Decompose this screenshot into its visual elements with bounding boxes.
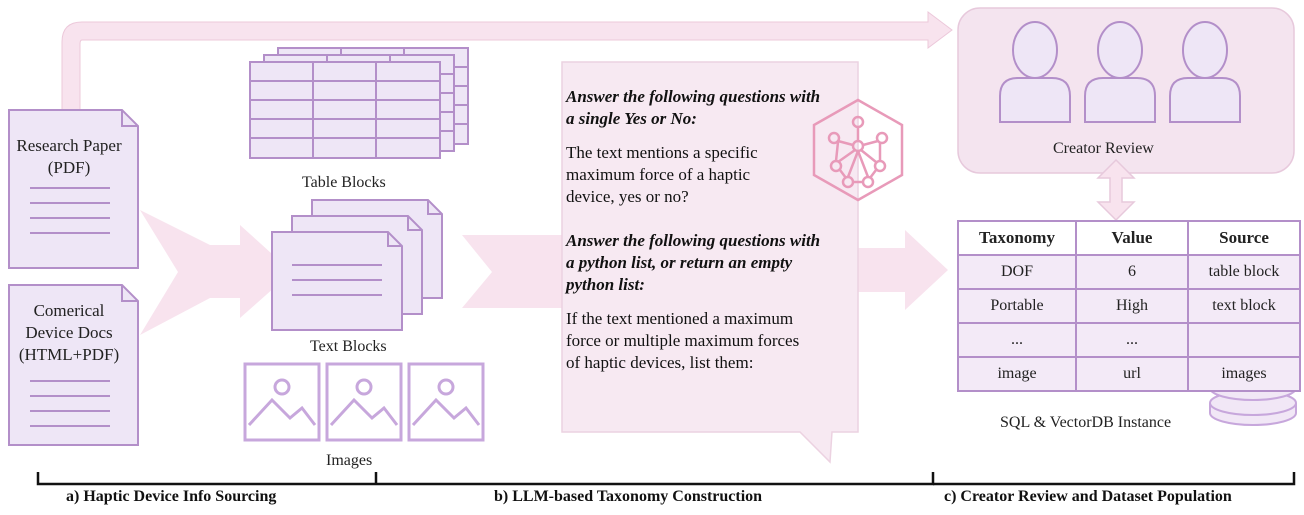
- merge-arrow: [140, 210, 292, 335]
- llm-input-arrow: [462, 235, 572, 308]
- prompt-line: If the text mentioned a maximum: [566, 309, 794, 328]
- prompt-line: a single Yes or No:: [566, 109, 697, 128]
- section-a-caption: a) Haptic Device Info Sourcing: [66, 488, 277, 505]
- table-cell: ...: [957, 322, 1077, 358]
- prompt-text-2: If the text mentioned a maximum force or…: [566, 308, 858, 374]
- table-blocks-icon: [249, 47, 469, 159]
- section-c-caption: c) Creator Review and Dataset Population: [944, 488, 1232, 505]
- table-row: Portable High text block: [957, 288, 1301, 324]
- prompt-line: maximum force of a haptic: [566, 165, 751, 184]
- device-docs-title-line: (HTML+PDF): [18, 345, 120, 364]
- research-paper-title: Research Paper (PDF): [9, 135, 129, 179]
- table-cell: images: [1187, 356, 1301, 392]
- creator-icons: [999, 21, 1241, 123]
- table-cell: text block: [1187, 288, 1301, 324]
- table-cell: [1187, 322, 1301, 358]
- device-docs-title-line: Device Docs: [25, 323, 113, 342]
- top-arrow: [61, 11, 953, 111]
- table-row: image url images: [957, 356, 1301, 392]
- llm-output-arrow: [852, 230, 948, 310]
- prompt-question-1: Answer the following questions with a si…: [566, 86, 858, 130]
- llm-prompt-text: Answer the following questions with a si…: [566, 86, 858, 396]
- table-cell: DOF: [957, 254, 1077, 290]
- device-docs-doc: [8, 284, 139, 446]
- images-label: Images: [326, 452, 373, 469]
- prompt-line: a python list, or return an empty: [566, 253, 793, 272]
- header-source: Source: [1187, 220, 1301, 256]
- table-row: ... ...: [957, 322, 1301, 358]
- taxonomy-table: Taxonomy Value Source DOF 6 table block …: [957, 220, 1301, 392]
- table-cell: url: [1075, 356, 1189, 392]
- prompt-line: The text mentions a specific: [566, 143, 758, 162]
- section-brackets: [36, 472, 1296, 486]
- text-blocks-label: Text Blocks: [310, 338, 387, 355]
- table-cell: image: [957, 356, 1077, 392]
- research-paper-title-line: (PDF): [47, 158, 91, 177]
- research-paper-title-line: Research Paper: [16, 136, 122, 155]
- table-header-row: Taxonomy Value Source: [957, 220, 1301, 256]
- table-cell: table block: [1187, 254, 1301, 290]
- research-paper-doc: [8, 109, 139, 269]
- table-cell: Portable: [957, 288, 1077, 324]
- table-row: DOF 6 table block: [957, 254, 1301, 290]
- prompt-line: Answer the following questions with: [566, 87, 821, 106]
- text-blocks-icon: [271, 199, 443, 331]
- images-icon: [243, 362, 485, 442]
- table-cell: High: [1075, 288, 1189, 324]
- prompt-line: Answer the following questions with: [566, 231, 821, 250]
- device-docs-title-line: Comerical: [33, 301, 105, 320]
- db-instance-label: SQL & VectorDB Instance: [1000, 414, 1172, 431]
- table-cell: 6: [1075, 254, 1189, 290]
- device-docs-title: Comerical Device Docs (HTML+PDF): [9, 300, 129, 366]
- prompt-line: force or multiple maximum forces: [566, 331, 800, 350]
- llm-network-icon: [812, 98, 904, 202]
- table-blocks-label: Table Blocks: [302, 174, 386, 191]
- creator-review-label: Creator Review: [1053, 140, 1154, 157]
- prompt-text-1: The text mentions a specific maximum for…: [566, 142, 858, 208]
- prompt-line: python list:: [566, 275, 645, 294]
- table-cell: ...: [1075, 322, 1189, 358]
- prompt-line: device, yes or no?: [566, 187, 689, 206]
- header-value: Value: [1075, 220, 1189, 256]
- llm-prompt-bubble: [561, 61, 859, 464]
- prompt-line: of haptic devices, list them:: [566, 353, 754, 372]
- section-b-caption: b) LLM-based Taxonomy Construction: [494, 488, 763, 505]
- header-taxonomy: Taxonomy: [957, 220, 1077, 256]
- prompt-question-2: Answer the following questions with a py…: [566, 230, 858, 296]
